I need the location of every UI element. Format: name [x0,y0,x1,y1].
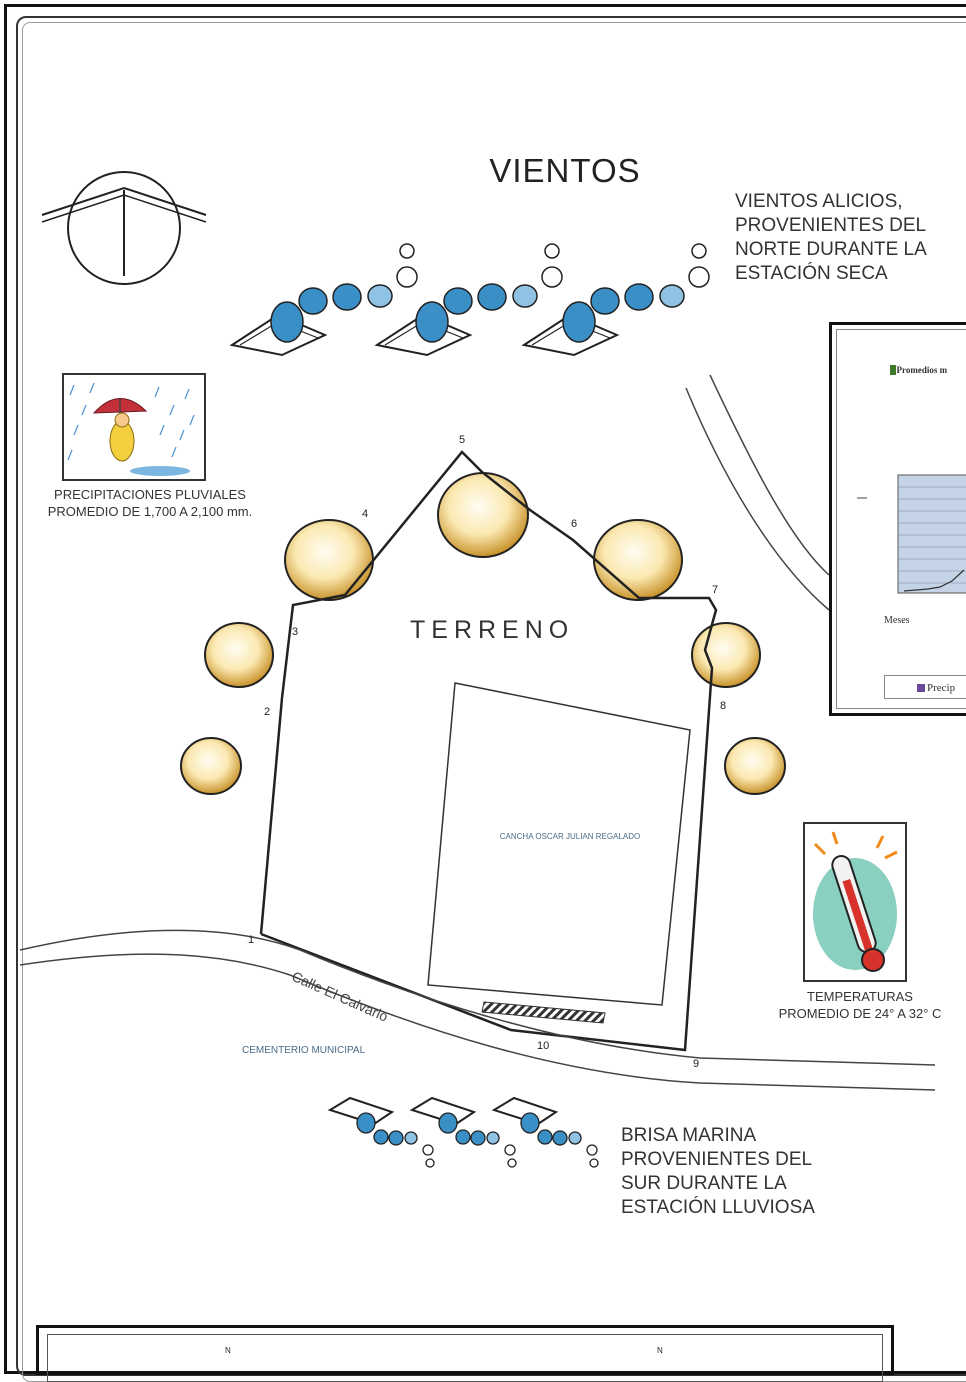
page-title: VIENTOS [489,152,641,189]
field-rectangle [427,682,691,1006]
north-wind-line: VIENTOS ALICIOS, [735,191,903,212]
legend-label: Precip [927,682,956,694]
street [19,929,936,1091]
point-label: 1 [248,934,255,946]
point-label: 10 [537,1040,550,1052]
point-label: 6 [571,518,578,530]
point-label: 4 [362,508,369,520]
temperature-caption-line: PROMEDIO DE 24° A 32° C [778,1006,942,1021]
point-label: 3 [292,626,299,638]
north-wind-line: PROVENIENTES DEL [735,215,927,236]
south-wind-line: ESTACIÓN LLUVIOSA [621,1197,815,1218]
north-label: N [225,1346,231,1355]
field-label: CANCHA OSCAR JULIAN REGALADO [499,832,641,841]
point-label: 5 [459,434,466,446]
south-wind-arrows [327,1096,599,1168]
rain-illustration [62,373,206,481]
north-wind-line: NORTE DURANTE LA [735,239,927,260]
north-wind-caption: VIENTOS ALICIOS, PROVENIENTES DEL NORTE … [735,190,927,286]
point-label: 7 [712,584,719,596]
bottom-legend-inner [47,1334,883,1382]
chart-x-label: Meses [884,615,910,626]
north-wind-arrows [229,243,710,357]
legend-swatch [917,684,925,692]
bleachers [481,1001,606,1024]
chart-title: PPromedios m [890,365,948,375]
curved-road [685,374,830,611]
south-wind-line: SUR DURANTE LA [621,1173,787,1194]
south-wind-line: PROVENIENTES DEL [621,1149,813,1170]
site-label: TERRENO [410,616,575,644]
chart-inner-frame [836,329,966,709]
bottom-legend-box: N N [36,1325,894,1382]
chart-legend: Precip [884,675,966,699]
north-label: N [657,1346,663,1355]
thermometer-icon [813,831,898,972]
point-label: 8 [720,700,727,712]
south-wind-line: BRISA MARINA [621,1125,757,1146]
site-boundary [259,450,718,1052]
point-label: 2 [264,706,271,718]
north-wind-line: ESTACIÓN SECA [735,263,888,284]
rain-caption-line: PROMEDIO DE 1,700 A 2,100 mm. [47,504,253,519]
south-wind-caption: BRISA MARINA PROVENIENTES DEL SUR DURANT… [621,1124,815,1220]
point-label: 9 [693,1058,700,1070]
precipitation-chart-inset: PPromedios m Meses Precip [829,322,966,716]
temperature-illustration [803,822,907,982]
cemetery-label: CEMENTERIO MUNICIPAL [242,1045,366,1056]
chart-title-text: Promedios m [896,365,948,375]
rain-caption: PRECIPITACIONES PLUVIALES PROMEDIO DE 1,… [0,486,300,520]
compass-icon [41,171,207,285]
chart-plot [857,474,966,594]
rain-caption-line: PRECIPITACIONES PLUVIALES [54,487,246,502]
temperature-caption: TEMPERATURAS PROMEDIO DE 24° A 32° C [740,988,966,1022]
sun-path-circles [180,472,786,795]
umbrella-rain-icon [67,382,195,476]
temperature-caption-line: TEMPERATURAS [807,989,913,1004]
